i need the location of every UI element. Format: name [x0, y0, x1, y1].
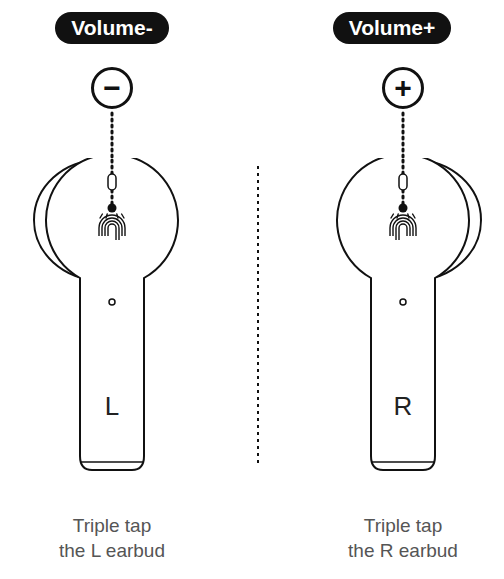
dotted-leader [111, 113, 114, 160]
sensor-slot [108, 174, 116, 190]
mic-hole [400, 299, 406, 305]
fingerprint-ridge [390, 215, 416, 236]
button-sign: − [103, 73, 121, 103]
side-letter: R [394, 393, 413, 419]
fingerprint-ridge [399, 224, 407, 240]
instruction-caption: Triple tap the L earbud [57, 514, 167, 563]
center-divider [257, 166, 259, 466]
tap-ray [122, 214, 124, 218]
instruction-caption: Triple tap the R earbud [348, 514, 458, 563]
fingerprint-icon [99, 214, 125, 240]
button-symbol: + [382, 67, 424, 109]
touch-point [399, 204, 408, 213]
tap-ray [117, 214, 118, 218]
earbud-body [46, 158, 178, 470]
fingerprint-ridge [396, 221, 410, 240]
earbud: R [323, 158, 483, 474]
tap-ray [106, 214, 107, 218]
stem-cap [80, 461, 144, 463]
fingerprint-ridge [99, 215, 125, 236]
fingerprint-ridge [105, 221, 119, 240]
sensor-slot [399, 174, 407, 190]
side-letter: L [105, 393, 119, 419]
fingerprint-icon [390, 214, 416, 240]
tap-ray [413, 214, 415, 218]
fingerprint-ridge [108, 224, 116, 240]
volume-label: Volume- [71, 15, 152, 41]
volume-label: Volume+ [349, 15, 436, 41]
tap-ray [408, 214, 409, 218]
stem-cap [371, 461, 435, 463]
earbud: L [32, 158, 192, 474]
tap-ray [391, 214, 393, 218]
touch-point [108, 204, 117, 213]
earbud-outline [32, 158, 192, 474]
fingerprint-ridge [393, 218, 413, 236]
earbud-outline [323, 158, 483, 474]
dotted-leader [402, 113, 405, 160]
earbud-body [337, 158, 469, 470]
fingerprint-ridge [102, 218, 122, 236]
volume-pill: Volume- [55, 12, 168, 44]
button-sign: + [394, 73, 412, 103]
button-symbol: − [91, 67, 133, 109]
volume-pill: Volume+ [333, 12, 452, 44]
tap-ray [397, 214, 398, 218]
tap-ray [100, 214, 102, 218]
mic-hole [109, 299, 115, 305]
